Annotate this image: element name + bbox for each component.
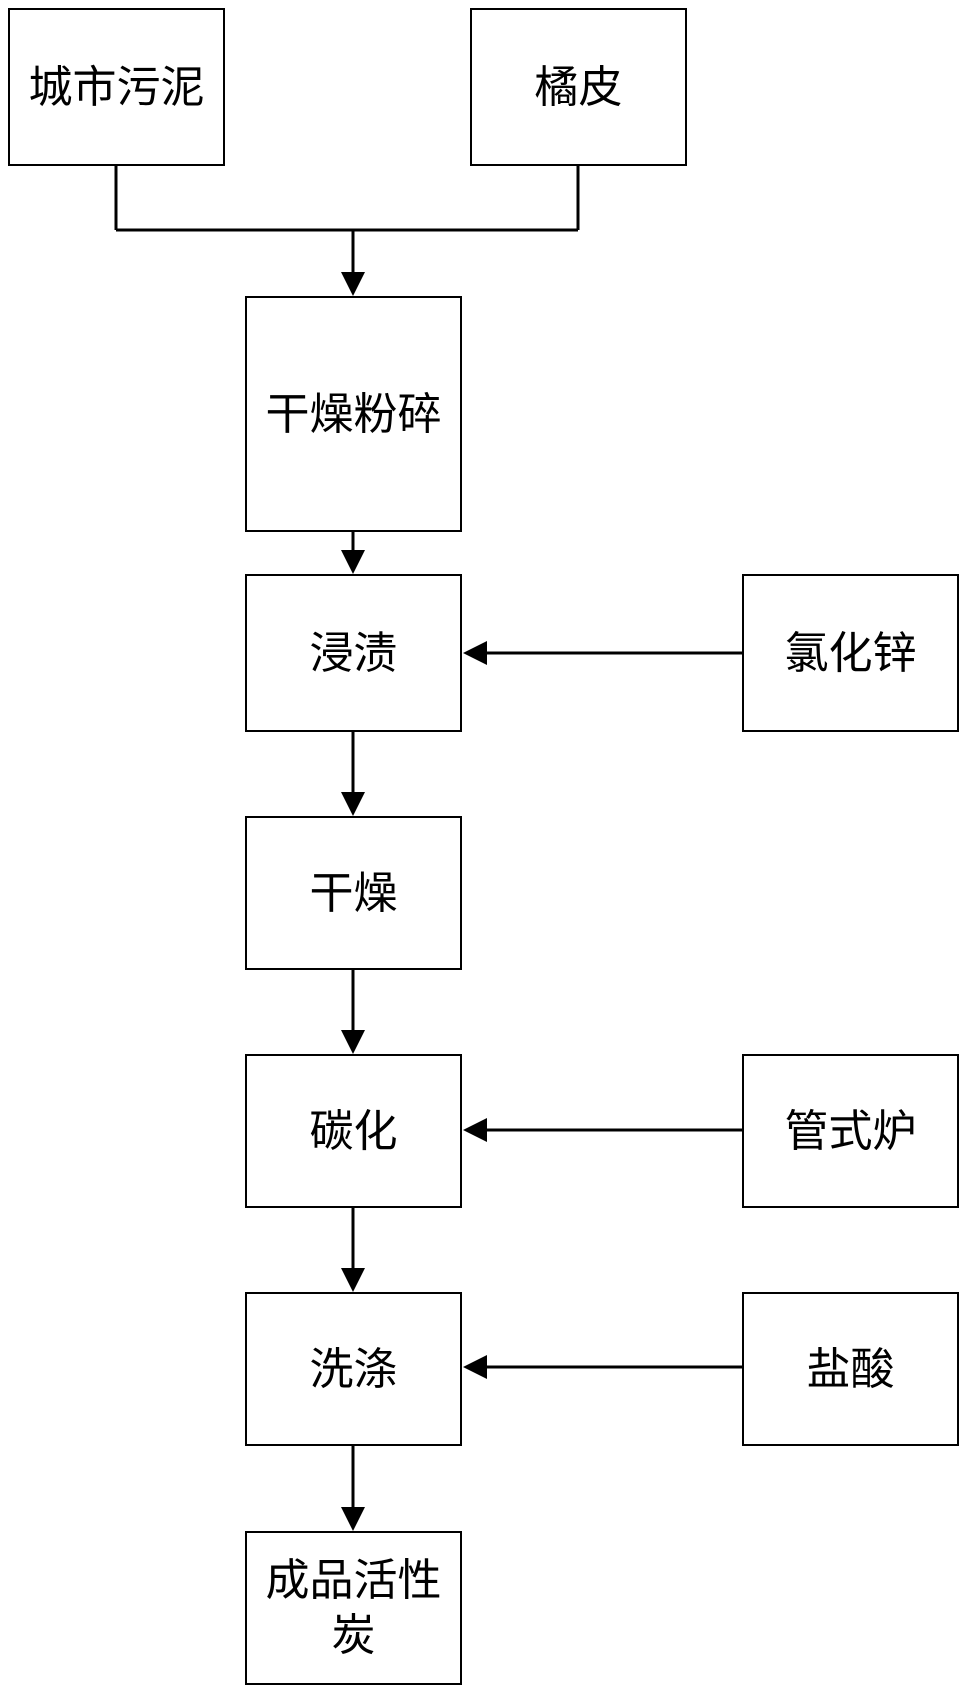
arrow-to-wash [341, 1268, 365, 1292]
node-hydrochloric-acid: 盐酸 [742, 1292, 959, 1446]
node-peel-label: 橘皮 [534, 61, 623, 113]
arrow-to-drycrush [341, 272, 365, 296]
node-hydrochloric-acid-label: 盐酸 [806, 1343, 895, 1395]
node-sludge-label: 城市污泥 [28, 61, 205, 113]
arrow-to-impregnate [341, 550, 365, 574]
arrow-to-product [341, 1507, 365, 1531]
node-dry-crush: 干燥粉碎 [245, 296, 462, 532]
node-sludge: 城市污泥 [8, 8, 225, 166]
node-carbonize: 碳化 [245, 1054, 462, 1208]
node-impregnate-label: 浸渍 [309, 627, 398, 679]
node-zinc-chloride: 氯化锌 [742, 574, 959, 732]
node-zinc-chloride-label: 氯化锌 [784, 627, 917, 679]
arrow-from-zinc-chloride [463, 641, 487, 665]
node-impregnate: 浸渍 [245, 574, 462, 732]
node-peel: 橘皮 [470, 8, 687, 166]
arrow-from-acid [463, 1355, 487, 1379]
node-dry-label: 干燥 [309, 867, 398, 919]
node-product-label: 成品活性炭 [265, 1555, 442, 1661]
node-dry-crush-label: 干燥粉碎 [265, 388, 442, 440]
node-dry: 干燥 [245, 816, 462, 970]
node-carbonize-label: 碳化 [309, 1105, 398, 1157]
node-product: 成品活性炭 [245, 1531, 462, 1685]
arrow-to-carbonize [341, 1030, 365, 1054]
node-wash-label: 洗涤 [309, 1343, 398, 1395]
arrow-from-tube-furnace [463, 1118, 487, 1142]
arrow-to-dry [341, 792, 365, 816]
node-wash: 洗涤 [245, 1292, 462, 1446]
node-tube-furnace-label: 管式炉 [784, 1105, 917, 1157]
node-tube-furnace: 管式炉 [742, 1054, 959, 1208]
